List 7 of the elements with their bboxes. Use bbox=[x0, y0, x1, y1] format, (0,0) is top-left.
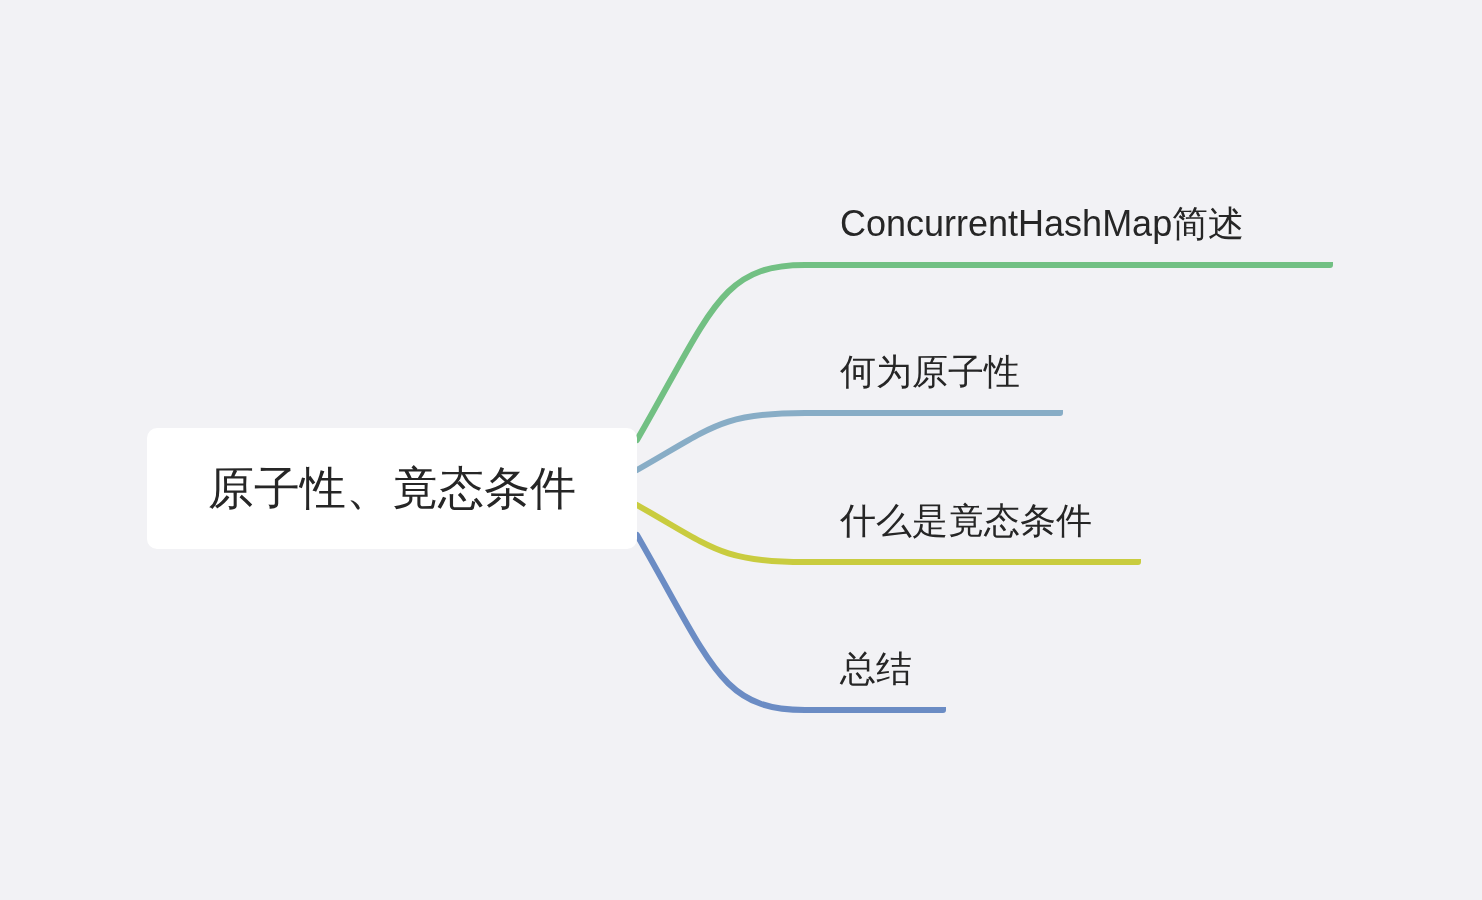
topic-text: 何为原子性 bbox=[840, 350, 1020, 394]
topic-text: 原子性、竟态条件 bbox=[208, 460, 576, 516]
branch-line bbox=[634, 262, 808, 443]
topic-text: 什么是竟态条件 bbox=[840, 499, 1092, 543]
topic-text: 总结 bbox=[840, 647, 912, 691]
topic-text: ConcurrentHashMap简述 bbox=[840, 202, 1245, 246]
topic-box bbox=[147, 428, 637, 549]
